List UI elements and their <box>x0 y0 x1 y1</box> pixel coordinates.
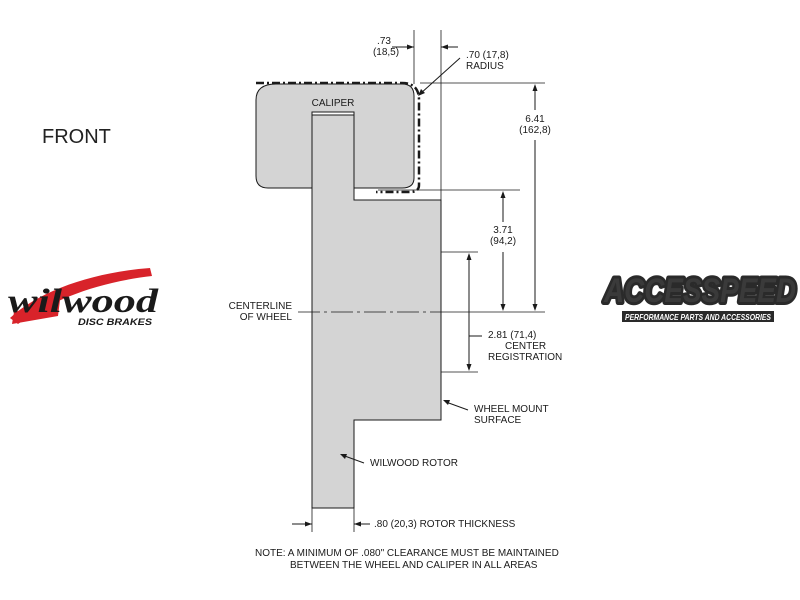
overall-height-metric: (162,8) <box>519 125 551 136</box>
front-view-label: FRONT <box>42 126 111 148</box>
rotor-callout: WILWOOD ROTOR <box>340 454 458 469</box>
wheel-mount-callout: WHEEL MOUNT SURFACE <box>443 400 549 426</box>
caliper-label: CALIPER <box>312 98 355 109</box>
rotor-thickness-label: .80 (20,3) ROTOR THICKNESS <box>374 519 516 530</box>
centerline-label-line2: OF WHEEL <box>240 312 293 323</box>
note-line-2: BETWEEN THE WHEEL AND CALIPER IN ALL ARE… <box>290 560 538 571</box>
wheel-mount-label-1: WHEEL MOUNT <box>474 404 549 415</box>
rotor-hat-profile <box>311 114 442 509</box>
accespeed-wordmark: ACCESSPEED <box>603 272 796 310</box>
accespeed-subtitle: PERFORMANCE PARTS AND ACCESSORIES <box>625 313 772 322</box>
mount-to-top-value: 3.71 <box>493 225 513 236</box>
accespeed-subtitle-bar <box>622 311 774 322</box>
center-registration-label-1: CENTER <box>505 341 546 352</box>
clearance-top-value: .73 <box>377 36 391 47</box>
mount-to-top-dimension: 3.71 (94,2) <box>378 189 522 311</box>
wilwood-subtitle: DISC BRAKES <box>78 317 152 327</box>
note-line-1: NOTE: A MINIMUM OF .080" CLEARANCE MUST … <box>255 548 559 559</box>
rotor-label: WILWOOD ROTOR <box>370 458 458 469</box>
radius-value: .70 (17,8) <box>466 50 509 61</box>
caliper-body <box>255 83 415 189</box>
wilwood-wordmark: wilwood <box>8 283 159 320</box>
wheel-mount-label-2: SURFACE <box>474 415 522 426</box>
rotor-thickness-dimension: .80 (20,3) ROTOR THICKNESS <box>292 508 516 532</box>
overall-height-value: 6.41 <box>525 114 545 125</box>
center-registration-value: 2.81 (71,4) <box>488 330 536 341</box>
radius-label: RADIUS <box>466 61 504 72</box>
wilwood-logo: wilwood DISC BRAKES <box>8 268 159 327</box>
mount-to-top-metric: (94,2) <box>490 236 516 247</box>
overall-height-dimension: 6.41 (162,8) <box>420 82 556 313</box>
clearance-envelope <box>256 81 421 194</box>
accespeed-wordmark-outline: ACCESSPEED <box>603 272 796 310</box>
center-registration-label-2: REGISTRATION <box>488 352 562 363</box>
center-registration-dimension: 2.81 (71,4) CENTER REGISTRATION <box>441 251 562 373</box>
clearance-top-metric: (18,5) <box>373 47 399 58</box>
accespeed-logo: ACCESSPEED ACCESSPEED PERFORMANCE PARTS … <box>600 269 799 322</box>
wilwood-red-bar <box>12 300 60 324</box>
centerline-label-line1: CENTERLINE <box>229 301 293 312</box>
clearance-top-dimension: .73 (18,5) <box>373 30 458 200</box>
radius-callout: .70 (17,8) RADIUS <box>418 50 509 96</box>
